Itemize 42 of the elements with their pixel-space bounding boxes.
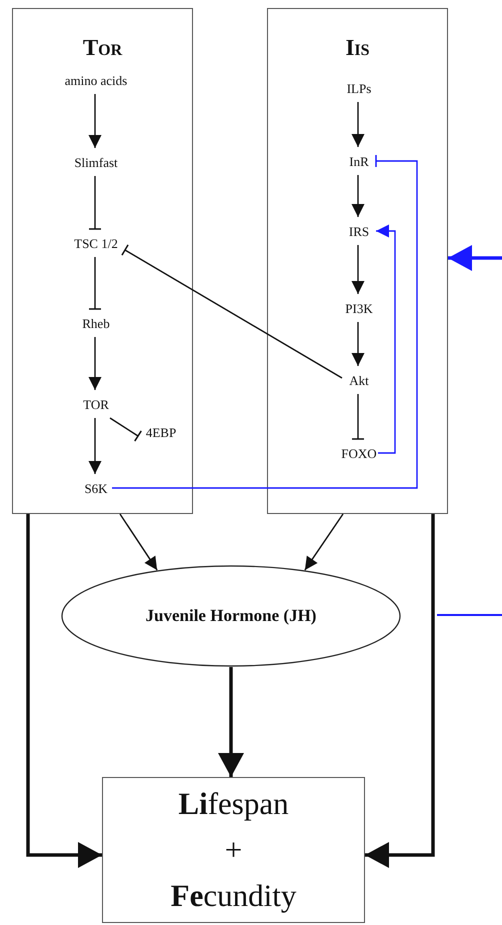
arrow — [218, 667, 244, 777]
hormone-label: Juvenile Hormone (JH) — [146, 606, 316, 626]
protein-label: Rheb — [82, 316, 110, 332]
protein-label: 4EBP — [146, 425, 176, 441]
protein-label: TOR — [83, 397, 109, 413]
arrow — [304, 514, 344, 570]
inhibition-line — [110, 417, 142, 442]
inhibition-line — [88, 176, 102, 230]
arrow — [352, 322, 364, 366]
arrow — [119, 514, 158, 570]
arrow — [352, 102, 364, 147]
protein-label: ILPs — [346, 81, 372, 97]
protein-label: IRS — [348, 224, 370, 240]
pathway-panel — [267, 8, 448, 514]
protein-label: Slimfast — [74, 155, 118, 171]
protein-label: amino acids — [64, 73, 128, 89]
arrow — [88, 418, 102, 474]
arrow — [26, 514, 102, 868]
arrow — [352, 245, 364, 294]
pathway-panel — [12, 8, 193, 514]
arrow — [88, 337, 102, 390]
outcome-label: Fecundity — [170, 877, 296, 915]
protein-label: TSC 1/2 — [74, 236, 118, 252]
inhibition-line — [112, 154, 418, 489]
panel-title: TOR — [82, 35, 124, 61]
protein-label: Akt — [349, 373, 369, 389]
outcome-box — [102, 777, 365, 923]
arrow — [352, 175, 364, 217]
protein-label: InR — [349, 154, 369, 170]
outcome-label: Lifespan — [178, 785, 289, 823]
arrow — [376, 224, 396, 454]
arrow — [448, 245, 502, 271]
protein-label: S6K — [84, 481, 108, 497]
arrow — [365, 514, 435, 868]
protein-label: PI3K — [345, 301, 373, 317]
inhibition-line — [121, 244, 342, 379]
outcome-label: + — [224, 831, 242, 869]
arrow — [88, 94, 102, 148]
protein-label: FOXO — [341, 446, 377, 462]
inhibition-line — [88, 257, 102, 310]
inhibition-line — [351, 394, 365, 440]
panel-title: IIS — [344, 35, 371, 61]
